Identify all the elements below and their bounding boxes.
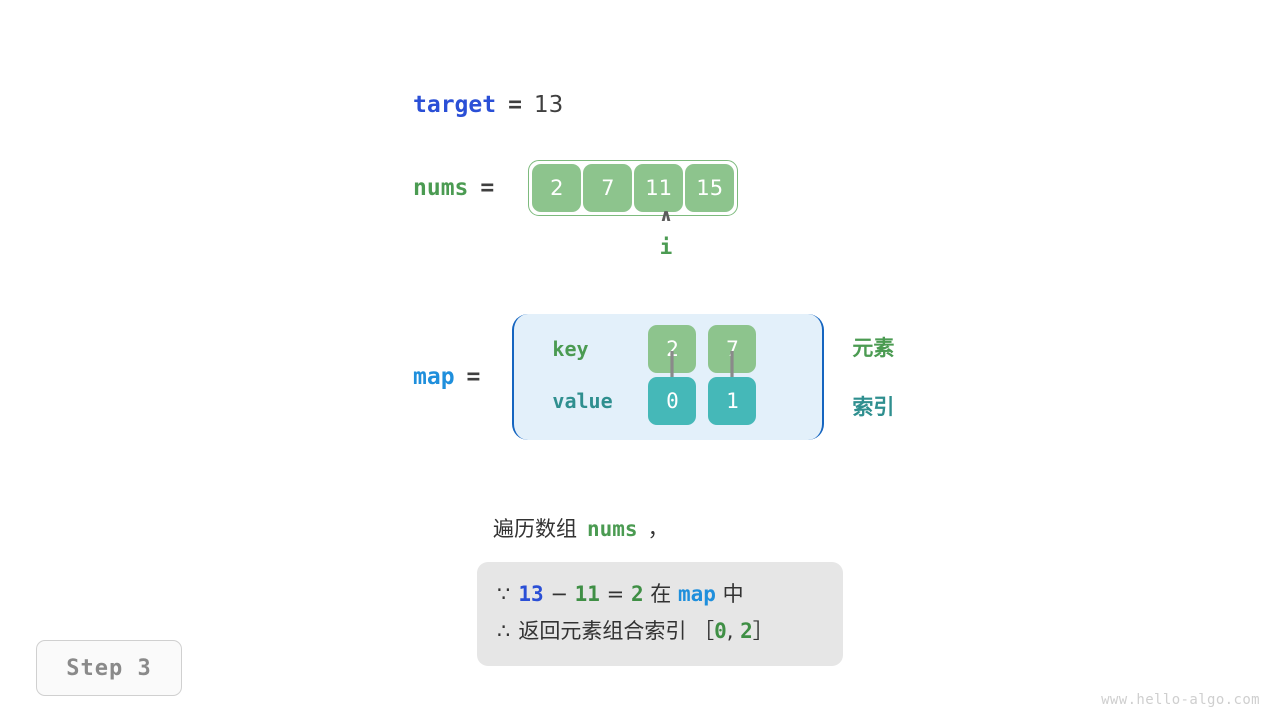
map-value-cell: 0 xyxy=(648,377,697,425)
map-value-label: value xyxy=(552,389,613,413)
target-equals-sign: = xyxy=(508,92,522,118)
because-symbol: ∵ xyxy=(497,582,511,606)
target-declaration: target = 13 xyxy=(413,92,563,118)
array-cell: 11 xyxy=(634,164,684,212)
map-declaration: map = key 2 7 xyxy=(413,312,894,442)
therefore-symbol: ∴ xyxy=(497,619,511,643)
map-label-wrap: map = xyxy=(413,312,480,442)
caret-up-icon: ∧ xyxy=(659,206,673,226)
map-value-row: value 0 1 xyxy=(552,377,757,425)
note-result-text: 返回元素组合索引 xyxy=(518,619,687,643)
nums-equals-sign: = xyxy=(480,175,495,201)
map-var-name: map xyxy=(413,364,455,390)
target-var-name: target xyxy=(413,92,497,118)
note-line-1: ∵ 13 − 11 = 2 在 map 中 xyxy=(497,576,823,613)
step-badge: Step 3 xyxy=(36,640,182,696)
map-annotation-element: 元素 xyxy=(852,335,895,360)
map-side-annotations: 元素 索引 xyxy=(852,314,894,440)
map-container: key 2 7 xyxy=(512,314,825,440)
nums-array-frame: 2 7 11 15 xyxy=(528,160,739,216)
note-equals-sign: = xyxy=(606,582,625,606)
note-inside-word: 中 xyxy=(722,582,744,606)
caption-prefix: 遍历数组 xyxy=(493,517,577,541)
map-key-cell-text: 7 xyxy=(726,337,739,361)
map-grid: key 2 7 xyxy=(552,325,757,425)
nums-var-name: nums xyxy=(413,175,469,201)
index-pointer-group: ∧ i xyxy=(646,208,686,260)
note-result-index-1: 2 xyxy=(740,619,753,643)
map-key-cell: 7 xyxy=(708,325,757,393)
array-cell: 15 xyxy=(685,164,735,212)
watermark: www.hello-algo.com xyxy=(1101,692,1260,708)
caption-keyword: nums xyxy=(587,517,638,541)
map-key-row: key 2 7 xyxy=(552,325,757,393)
note-minus-sign: − xyxy=(550,582,568,606)
note-result-index-0: 0 xyxy=(714,619,727,643)
array-cell: 7 xyxy=(583,164,633,212)
array-cell: 2 xyxy=(532,164,582,212)
note-line-2: ∴ 返回元素组合索引 ［0, 2］ xyxy=(497,613,823,650)
target-value: 13 xyxy=(533,92,564,118)
map-annotation-index: 索引 xyxy=(852,394,895,419)
note-complement-value: 2 xyxy=(630,582,644,606)
caption-text: 遍历数组 nums ， xyxy=(493,513,669,543)
map-value-cells: 0 1 xyxy=(648,377,757,425)
map-key-cell: 2 xyxy=(648,325,697,393)
note-map-keyword: map xyxy=(677,582,716,606)
note-bracket-open: ［ xyxy=(693,619,715,643)
note-result-comma: , xyxy=(726,619,734,643)
map-value-cell: 1 xyxy=(708,377,757,425)
index-pointer-label: i xyxy=(659,235,673,259)
nums-declaration: nums = 2 7 11 15 xyxy=(413,160,739,216)
map-key-label: key xyxy=(552,337,589,361)
explanation-note-box: ∵13 − 11 = 2 在 map 中 ∴返回元素组合索引 ［0, 2］ xyxy=(477,562,843,666)
map-key-cell-text: 2 xyxy=(666,337,679,361)
note-bracket-close: ］ xyxy=(752,619,774,643)
map-equals-sign: = xyxy=(466,364,481,390)
caption-suffix: ， xyxy=(647,517,669,541)
note-target-value: 13 xyxy=(518,582,544,606)
note-in-word: 在 xyxy=(650,582,672,606)
note-current-value: 11 xyxy=(574,582,600,606)
map-key-cells: 2 7 xyxy=(648,325,757,393)
